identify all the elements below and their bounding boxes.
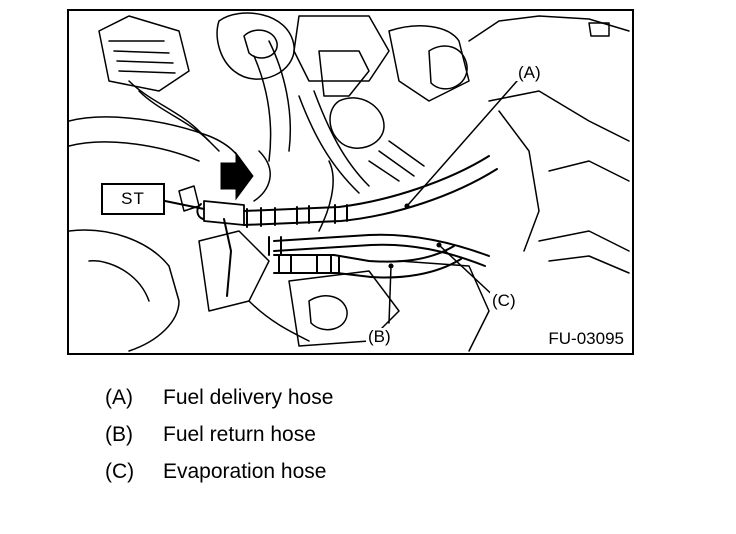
figure-frame: ST (A) (C) (B) FU-03095 bbox=[67, 9, 634, 355]
engine-component-outlines bbox=[69, 12, 630, 352]
callout-c: (C) bbox=[490, 291, 518, 310]
legend: (A) Fuel delivery hose (B) Fuel return h… bbox=[105, 386, 333, 497]
legend-key: (A) bbox=[105, 386, 133, 409]
callout-leaders bbox=[388, 80, 518, 324]
engine-bay-illustration bbox=[69, 12, 630, 352]
figure-id: FU-03095 bbox=[546, 329, 626, 349]
legend-text: Evaporation hose bbox=[163, 460, 327, 483]
legend-row: (B) Fuel return hose bbox=[105, 423, 333, 460]
legend-row: (C) Evaporation hose bbox=[105, 460, 333, 497]
legend-key: (B) bbox=[105, 423, 133, 446]
legend-row: (A) Fuel delivery hose bbox=[105, 386, 333, 423]
direction-arrow-icon bbox=[220, 151, 254, 201]
st-tool-leader bbox=[164, 200, 245, 297]
legend-key: (C) bbox=[105, 460, 135, 483]
evaporation-hose bbox=[268, 233, 490, 267]
st-tool-text: ST bbox=[121, 189, 145, 208]
st-tool-label: ST bbox=[101, 183, 165, 215]
callout-a: (A) bbox=[516, 63, 543, 82]
fuel-return-hose bbox=[273, 245, 462, 279]
legend-text: Fuel return hose bbox=[163, 423, 316, 446]
callout-b: (B) bbox=[366, 327, 393, 346]
legend-text: Fuel delivery hose bbox=[163, 386, 334, 409]
fuel-delivery-hose bbox=[243, 155, 498, 228]
